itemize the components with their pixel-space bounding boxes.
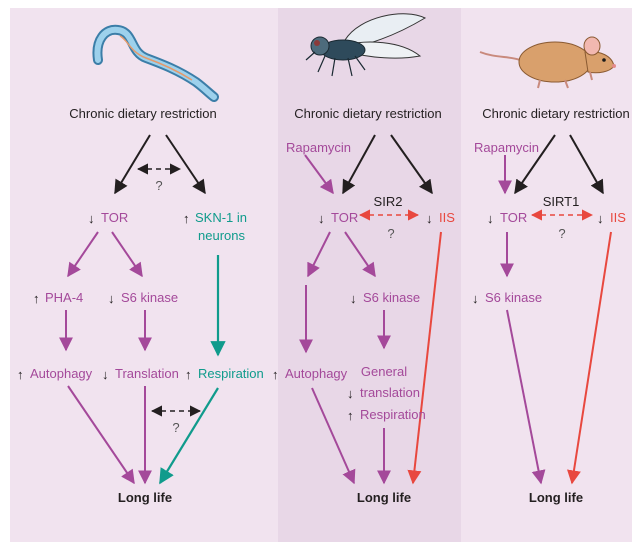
mouse-sirt1: SIRT1 xyxy=(543,194,580,209)
down-arrow-translation: ↓ xyxy=(347,386,354,401)
worm-skn1-a: SKN-1 in xyxy=(195,210,247,225)
mouse-s6k: S6 kinase xyxy=(485,290,542,305)
mouse-q: ? xyxy=(558,226,565,241)
mouse-title: Chronic dietary restriction xyxy=(482,106,629,121)
worm-autophagy: Autophagy xyxy=(30,366,93,381)
worm-translation: Translation xyxy=(115,366,179,381)
down-arrow-tor: ↓ xyxy=(88,211,95,226)
up-arrow-respiration: ↑ xyxy=(185,367,192,382)
worm-tor: TOR xyxy=(101,210,128,225)
worm-title: Chronic dietary restriction xyxy=(69,106,216,121)
up-arrow-respiration: ↑ xyxy=(347,408,354,423)
fly-rapamycin: Rapamycin xyxy=(286,140,351,155)
mouse-rapamycin: Rapamycin xyxy=(474,140,539,155)
down-arrow-translation: ↓ xyxy=(102,367,109,382)
fly-title: Chronic dietary restriction xyxy=(294,106,441,121)
down-arrow-iis: ↓ xyxy=(426,211,433,226)
up-arrow-autophagy: ↑ xyxy=(272,367,279,382)
fly-q: ? xyxy=(387,226,394,241)
mouse-panel xyxy=(461,8,632,542)
fly-translation: translation xyxy=(360,385,420,400)
up-arrow-autophagy: ↑ xyxy=(17,367,24,382)
down-arrow-tor: ↓ xyxy=(318,211,325,226)
worm-pha4: PHA-4 xyxy=(45,290,83,305)
down-arrow-s6k: ↓ xyxy=(108,291,115,306)
fly-panel xyxy=(278,8,461,542)
fly-tor: TOR xyxy=(331,210,358,225)
worm-s6k: S6 kinase xyxy=(121,290,178,305)
fly-longlife: Long life xyxy=(357,490,411,505)
fly-general: General xyxy=(361,364,407,379)
fly-respiration: Respiration xyxy=(360,407,426,422)
worm-q2: ? xyxy=(172,420,179,435)
worm-q1: ? xyxy=(155,178,162,193)
mouse-iis: IIS xyxy=(610,210,626,225)
worm-longlife: Long life xyxy=(118,490,172,505)
down-arrow-iis: ↓ xyxy=(597,211,604,226)
down-arrow-tor: ↓ xyxy=(487,211,494,226)
fly-iis: IIS xyxy=(439,210,455,225)
mouse-longlife: Long life xyxy=(529,490,583,505)
fly-sir2: SIR2 xyxy=(374,194,403,209)
up-arrow-skn1: ↑ xyxy=(183,211,190,226)
worm-skn1-b: neurons xyxy=(198,228,245,243)
worm-respiration: Respiration xyxy=(198,366,264,381)
fly-s6k: S6 kinase xyxy=(363,290,420,305)
up-arrow-pha4: ↑ xyxy=(33,291,40,306)
down-arrow-s6k: ↓ xyxy=(472,291,479,306)
mouse-tor: TOR xyxy=(500,210,527,225)
down-arrow-s6k: ↓ xyxy=(350,291,357,306)
fly-autophagy: Autophagy xyxy=(285,366,348,381)
